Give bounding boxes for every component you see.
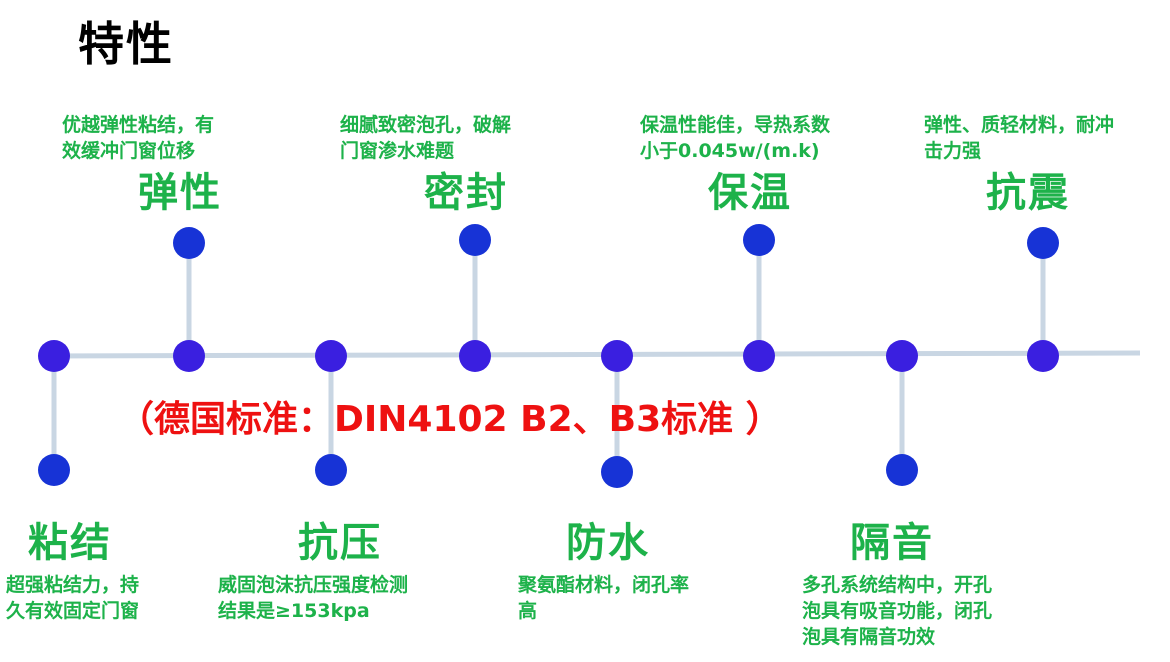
node-axis-6 xyxy=(743,340,775,372)
desc-line: 泡具有隔音功效 xyxy=(802,626,936,648)
feature-title-compression: 抗压 xyxy=(298,520,382,566)
feature-desc-waterproof: 聚氨酯材料，闭孔率 高 xyxy=(518,572,689,624)
timeline-axis xyxy=(39,350,1141,359)
feature-desc-elastic: 优越弹性粘结，有 效缓冲门窗位移 xyxy=(62,112,214,164)
desc-line: 久有效固定门窗 xyxy=(6,600,140,622)
page-title: 特性 xyxy=(78,17,174,71)
desc-line: 高 xyxy=(518,600,538,622)
desc-line: 优越弹性粘结，有 xyxy=(62,114,215,136)
desc-line: 保温性能佳，导热系数 xyxy=(640,114,831,136)
desc-line: 结果是≥153kpa xyxy=(218,600,370,622)
feature-title-adhesion: 粘结 xyxy=(28,520,112,566)
desc-line: 聚氨酯材料，闭孔率 xyxy=(518,574,690,596)
feature-title-elastic: 弹性 xyxy=(138,170,222,216)
node-axis-2 xyxy=(173,340,205,372)
standard-label: （德国标准：DIN4102 B2、B3标准 ） xyxy=(118,399,782,440)
feature-desc-adhesion: 超强粘结力，持 久有效固定门窗 xyxy=(6,572,139,624)
desc-line: 弹性、质轻材料，耐冲 xyxy=(924,114,1115,136)
desc-line: 击力强 xyxy=(924,140,982,162)
desc-line: 泡具有吸音功能，闭孔 xyxy=(802,600,993,622)
feature-desc-seal: 细腻致密泡孔，破解 门窗渗水难题 xyxy=(340,112,511,164)
feature-desc-compression: 威固泡沫抗压强度检测 结果是≥153kpa xyxy=(218,572,408,624)
node-axis-4 xyxy=(459,340,491,372)
feature-title-seal: 密封 xyxy=(424,170,508,216)
desc-line: 细腻致密泡孔，破解 xyxy=(340,114,512,136)
feature-title-waterproof: 防水 xyxy=(566,520,650,566)
desc-line: 效缓冲门窗位移 xyxy=(62,140,196,162)
node-bottom-3 xyxy=(601,456,633,488)
node-axis-7 xyxy=(886,340,918,372)
feature-desc-shockproof: 弹性、质轻材料，耐冲 击力强 xyxy=(924,112,1114,164)
desc-line: 多孔系统结构中，开孔 xyxy=(802,574,993,596)
feature-title-shockproof: 抗震 xyxy=(986,170,1070,216)
node-bottom-2 xyxy=(315,454,347,486)
node-axis-5 xyxy=(601,340,633,372)
feature-desc-insulation: 保温性能佳，导热系数 小于0.045w/(m.k) xyxy=(640,112,830,164)
feature-title-insulation: 保温 xyxy=(708,170,792,216)
feature-desc-soundproof: 多孔系统结构中，开孔 泡具有吸音功能，闭孔 泡具有隔音功效 xyxy=(802,572,992,650)
node-axis-1 xyxy=(38,340,70,372)
desc-line: 小于0.045w/(m.k) xyxy=(640,140,820,162)
node-top-2 xyxy=(459,224,491,256)
node-top-3 xyxy=(743,224,775,256)
node-axis-8 xyxy=(1027,340,1059,372)
desc-line: 超强粘结力，持 xyxy=(6,574,140,596)
node-top-1 xyxy=(173,227,205,259)
node-axis-3 xyxy=(315,340,347,372)
feature-title-soundproof: 隔音 xyxy=(850,520,934,566)
node-bottom-1 xyxy=(38,454,70,486)
desc-line: 威固泡沫抗压强度检测 xyxy=(218,574,409,596)
node-bottom-4 xyxy=(886,454,918,486)
node-top-4 xyxy=(1027,227,1059,259)
desc-line: 门窗渗水难题 xyxy=(340,140,455,162)
